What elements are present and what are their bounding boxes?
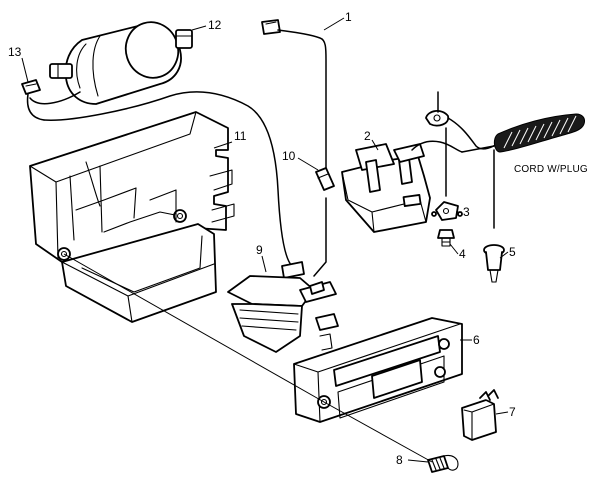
cord-with-plug (425, 91, 585, 229)
part-10-terminal (315, 167, 335, 191)
part-7-connector (461, 389, 499, 441)
part-2-switch (341, 140, 463, 233)
callout-13: 13 (8, 45, 22, 59)
callout-6: 6 (473, 333, 480, 347)
alignment-line (63, 253, 433, 463)
callout-1: 1 (345, 10, 352, 24)
callout-10: 10 (282, 149, 296, 163)
callout-12: 12 (208, 18, 222, 32)
callout-9: 9 (256, 243, 263, 257)
wire-13-to-9 (43, 91, 293, 267)
leader-lines (21, 17, 509, 463)
callout-11: 11 (234, 129, 247, 143)
callout-8: 8 (396, 453, 403, 467)
part-12-capacitor (29, 21, 193, 105)
part-4-screw (437, 229, 455, 247)
cord-label: CORD W/PLUG (514, 164, 588, 175)
callout-3: 3 (463, 205, 470, 219)
part-9-thermostat (227, 261, 339, 353)
callout-5: 5 (509, 245, 516, 259)
part-1-lead-wire (261, 19, 327, 277)
callout-7: 7 (509, 405, 516, 419)
callout-labels: 1 2 3 4 5 6 7 8 9 10 11 12 13 CORD W/PLU… (8, 10, 588, 467)
part-6-front-panel (293, 317, 463, 423)
part-8-screw (427, 454, 459, 473)
part-11-housing (29, 111, 235, 323)
part-13-clip (21, 79, 45, 121)
callout-2: 2 (364, 129, 371, 143)
callout-4: 4 (459, 247, 466, 261)
part-3-lug (431, 127, 463, 221)
part-5-bushing (483, 244, 505, 283)
